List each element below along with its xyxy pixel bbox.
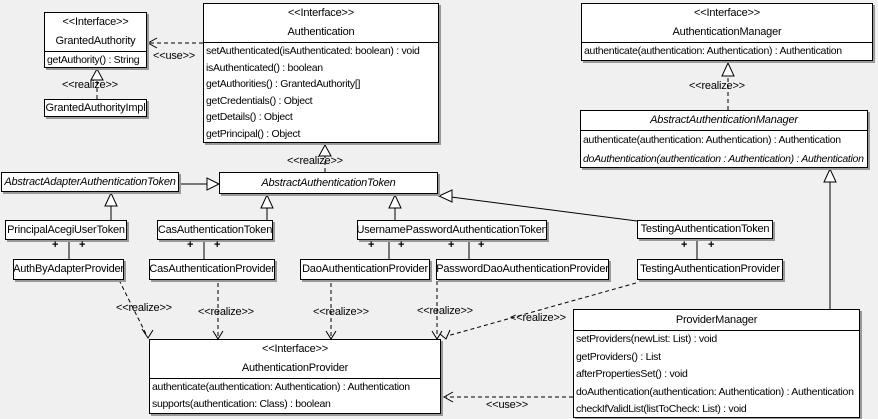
plus-label: + xyxy=(52,239,59,251)
method: authenticate(authentication: Authenticat… xyxy=(583,134,841,146)
class-testing-authentication-provider: TestingAuthenticationProvider xyxy=(637,259,783,280)
plus-label: + xyxy=(708,239,715,251)
class-cas-authentication-provider: CasAuthenticationProvider xyxy=(149,259,275,280)
class-name: AuthByAdapterProvider xyxy=(13,263,124,275)
method: authenticate(authentication: Authenticat… xyxy=(584,45,842,57)
method: isAuthenticated() : boolean xyxy=(206,61,323,74)
stereotype-label: <<Interface>> xyxy=(262,343,328,355)
class-header: <<Interface>> AuthenticationManager xyxy=(582,4,872,42)
class-name: CasAuthenticationToken xyxy=(157,223,273,236)
class-name: AuthenticationProvider xyxy=(241,362,349,374)
class-testing-authentication-token: TestingAuthenticationToken xyxy=(637,220,773,239)
realize-label: <<realize>> xyxy=(198,306,254,318)
class-username-password-authentication-token: UsernamePasswordAuthenticationToken xyxy=(356,220,548,240)
plus-label: + xyxy=(214,239,221,251)
methods-compartment: authenticate(authentication: Authenticat… xyxy=(581,130,867,169)
association-lines xyxy=(68,239,698,259)
class-granted-authority: <<Interface>> GrantedAuthority getAuthor… xyxy=(44,12,147,68)
plus-label: + xyxy=(681,239,688,251)
class-name: AbstractAuthenticationManager xyxy=(650,114,798,126)
class-name: PasswordDaoAuthenticationProvider xyxy=(436,263,609,275)
method: getAuthorities() : GrantedAuthority[] xyxy=(206,78,361,91)
class-cas-authentication-token: CasAuthenticationToken xyxy=(157,220,273,240)
class-header: <<Interface>> AuthenticationProvider xyxy=(150,340,440,378)
class-name: CasAuthenticationProvider xyxy=(149,263,275,275)
method: doAuthentication(authentication: Authent… xyxy=(576,385,854,398)
use-label: <<use>> xyxy=(153,50,196,62)
method: setProviders(newList: List) : void xyxy=(576,333,717,345)
method: authenticate(authentication: Authenticat… xyxy=(152,381,410,393)
methods-compartment: authenticate(authentication: Authenticat… xyxy=(582,42,872,60)
methods-compartment: setAuthenticated(isAuthenticated: boolea… xyxy=(204,42,438,143)
class-abstract-authentication-manager: AbstractAuthenticationManager authentica… xyxy=(580,110,868,168)
stereotype-label: <<Interface>> xyxy=(62,16,129,28)
class-name: AbstractAdapterAuthenticationToken xyxy=(4,175,176,188)
methods-compartment: setProviders(newList: List) : void getPr… xyxy=(574,330,859,419)
method: getAuthority() : String xyxy=(47,54,140,66)
class-name: ProviderManager xyxy=(675,314,758,326)
method: getCredentials() : Object xyxy=(206,94,313,107)
class-authentication-provider: <<Interface>> AuthenticationProvider aut… xyxy=(149,339,441,414)
stereotype-label: <<Interface>> xyxy=(288,7,354,19)
plus-label: + xyxy=(79,239,86,251)
method: supports(authentication: Class) : boolea… xyxy=(152,398,331,410)
method: getProviders() : List xyxy=(576,350,661,363)
class-header: ProviderManager xyxy=(574,310,859,330)
class-name: GrantedAuthority xyxy=(55,35,136,47)
class-name: TestingAuthenticationToken xyxy=(640,223,770,235)
class-name: Authentication xyxy=(287,26,355,38)
class-authentication-manager: <<Interface>> AuthenticationManager auth… xyxy=(581,3,873,61)
class-provider-manager: ProviderManager setProviders(newList: Li… xyxy=(573,309,860,418)
method: checkIfValidList(listToCheck: List) : vo… xyxy=(576,403,747,416)
class-name: TestingAuthenticationProvider xyxy=(640,263,780,275)
class-name: AuthenticationManager xyxy=(672,26,782,38)
realize-label: <<realize>> xyxy=(287,155,343,167)
class-abstract-authentication-token: AbstractAuthenticationToken xyxy=(219,172,438,194)
class-name: PrincipalAcegiUserToken xyxy=(7,223,125,236)
realize-label: <<realize>> xyxy=(510,312,566,324)
methods-compartment: getAuthority() : String xyxy=(45,51,146,69)
class-principal-acegi-user-token: PrincipalAcegiUserToken xyxy=(5,220,127,240)
plus-label: + xyxy=(398,239,405,251)
class-header: AbstractAuthenticationManager xyxy=(581,111,867,130)
method: setAuthenticated(isAuthenticated: boolea… xyxy=(206,45,420,57)
method: getDetails() : Object xyxy=(206,111,293,124)
class-password-dao-authentication-provider: PasswordDaoAuthenticationProvider xyxy=(436,259,609,280)
methods-compartment: authenticate(authentication: Authenticat… xyxy=(150,378,440,413)
plus-label: + xyxy=(187,239,194,251)
class-abstract-adapter-authentication-token: AbstractAdapterAuthenticationToken xyxy=(1,172,179,192)
plus-label: + xyxy=(478,239,485,251)
realize-label: <<realize>> xyxy=(116,302,172,314)
class-name: UsernamePasswordAuthenticationToken xyxy=(356,223,548,236)
class-name: AbstractAuthenticationToken xyxy=(261,176,396,189)
method: getPrincipal() : Object xyxy=(206,127,301,140)
class-name: GrantedAuthorityImpl xyxy=(45,101,146,114)
realize-label: <<realize>> xyxy=(417,305,473,317)
plus-label: + xyxy=(368,239,375,251)
realize-label: <<realize>> xyxy=(62,79,118,91)
class-auth-by-adapter-provider: AuthByAdapterProvider xyxy=(13,259,124,280)
class-name: DaoAuthenticationProvider xyxy=(302,263,428,275)
plus-label: + xyxy=(448,239,455,251)
class-granted-authority-impl: GrantedAuthorityImpl xyxy=(44,99,147,117)
realize-label: <<realize>> xyxy=(313,306,369,318)
class-authentication: <<Interface>> Authentication setAuthenti… xyxy=(203,3,439,143)
class-header: <<Interface>> Authentication xyxy=(204,4,438,42)
use-label: <<use>> xyxy=(486,399,529,411)
method: doAuthentication(authentication : Authen… xyxy=(583,153,864,165)
realize-label: <<realize>> xyxy=(689,80,745,92)
stereotype-label: <<Interface>> xyxy=(694,7,760,19)
class-dao-authentication-provider: DaoAuthenticationProvider xyxy=(300,259,430,280)
method: afterPropertiesSet() : void xyxy=(576,368,688,381)
class-header: <<Interface>> GrantedAuthority xyxy=(45,13,146,51)
